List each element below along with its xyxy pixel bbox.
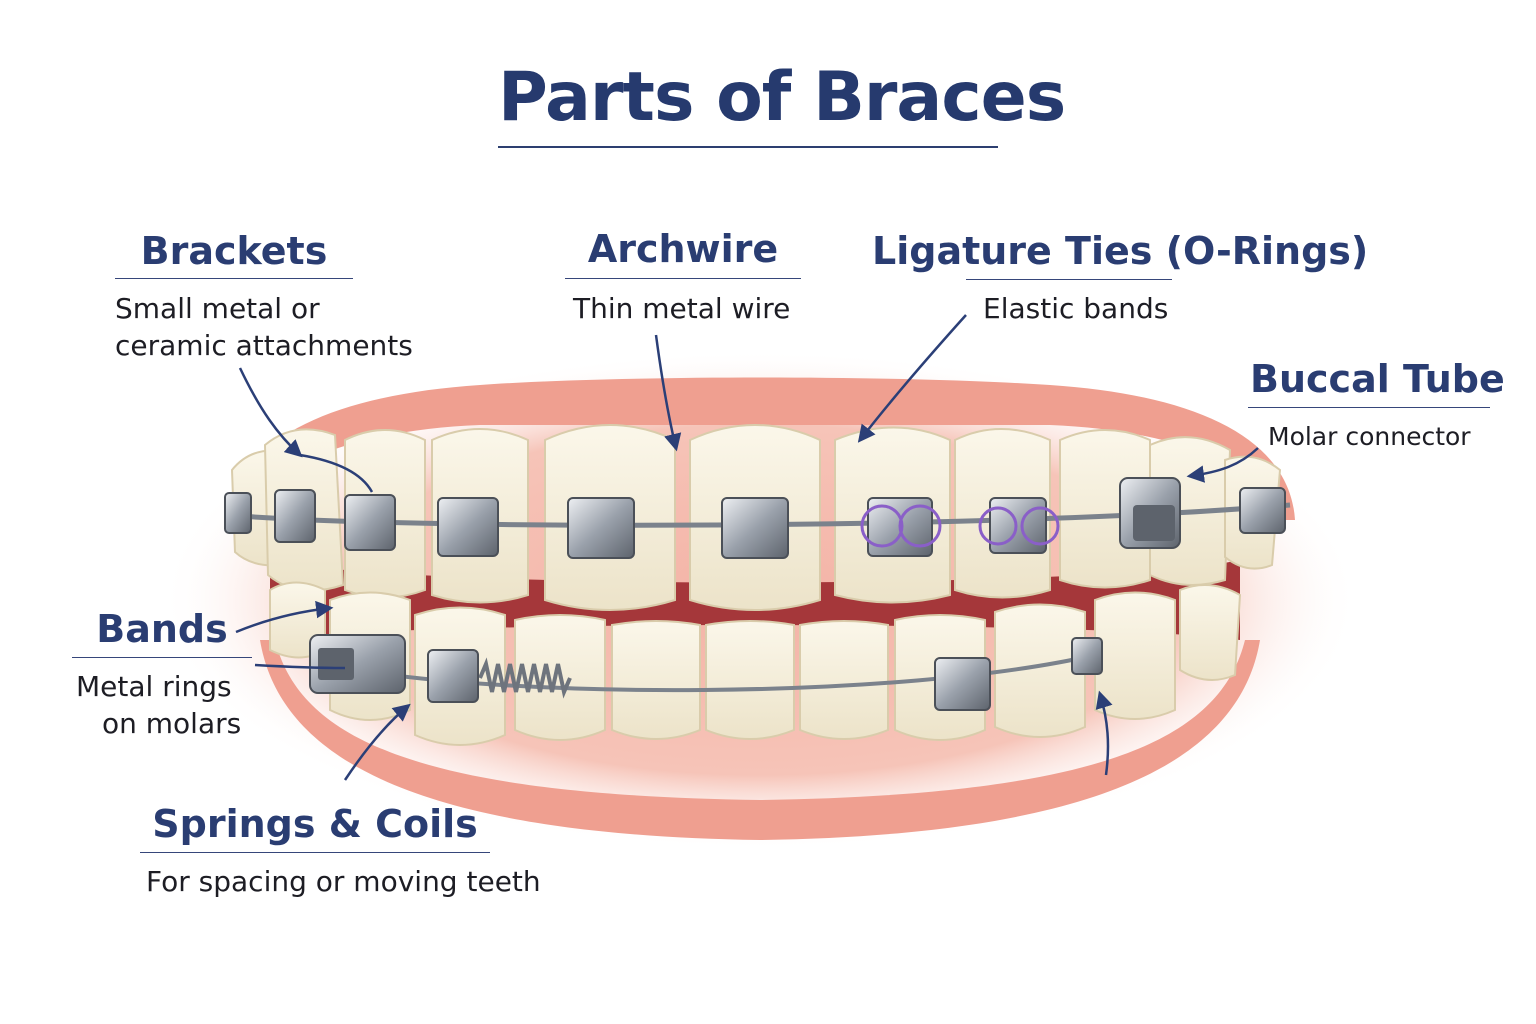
brackets-heading: Brackets (140, 229, 328, 273)
archwire-heading: Archwire (587, 227, 779, 271)
buccal-rule (1248, 407, 1490, 408)
lower-brackets (427, 637, 1103, 711)
lower-archwire (329, 653, 1096, 693)
callout-arrows (235, 314, 1259, 781)
brackets-rule (115, 278, 353, 279)
bands-desc-line1: Metal rings (76, 670, 232, 703)
bands-rule (72, 657, 252, 658)
ligature-heading: Ligature Ties (O-Rings) (872, 229, 1369, 273)
title-underline (498, 146, 998, 148)
lower-gum (260, 640, 1260, 840)
archwire-desc: Thin metal wire (573, 292, 791, 325)
ligature-desc: Elastic bands (983, 292, 1169, 325)
coil-spring (478, 657, 572, 699)
lower-band (309, 634, 406, 694)
ligature-ties (860, 504, 1060, 548)
brackets-desc-line1: Small metal or (115, 292, 320, 325)
buccal-tube (1119, 477, 1286, 549)
buccal-desc: Molar connector (1268, 422, 1471, 451)
bands-heading: Bands (96, 607, 228, 651)
upper-brackets (224, 489, 1047, 559)
buccal-heading: Buccal Tube (1250, 357, 1505, 401)
bands-desc-line2: on molars (102, 707, 242, 740)
archwire-rule (565, 278, 801, 279)
page-title: Parts of Braces (498, 58, 1066, 137)
springs-heading: Springs & Coils (152, 802, 478, 846)
upper-gum (230, 377, 1295, 520)
brackets-desc-line2: ceramic attachments (115, 329, 413, 362)
springs-rule (140, 852, 490, 853)
springs-desc: For spacing or moving teeth (146, 865, 541, 898)
ligature-rule (966, 279, 1172, 280)
